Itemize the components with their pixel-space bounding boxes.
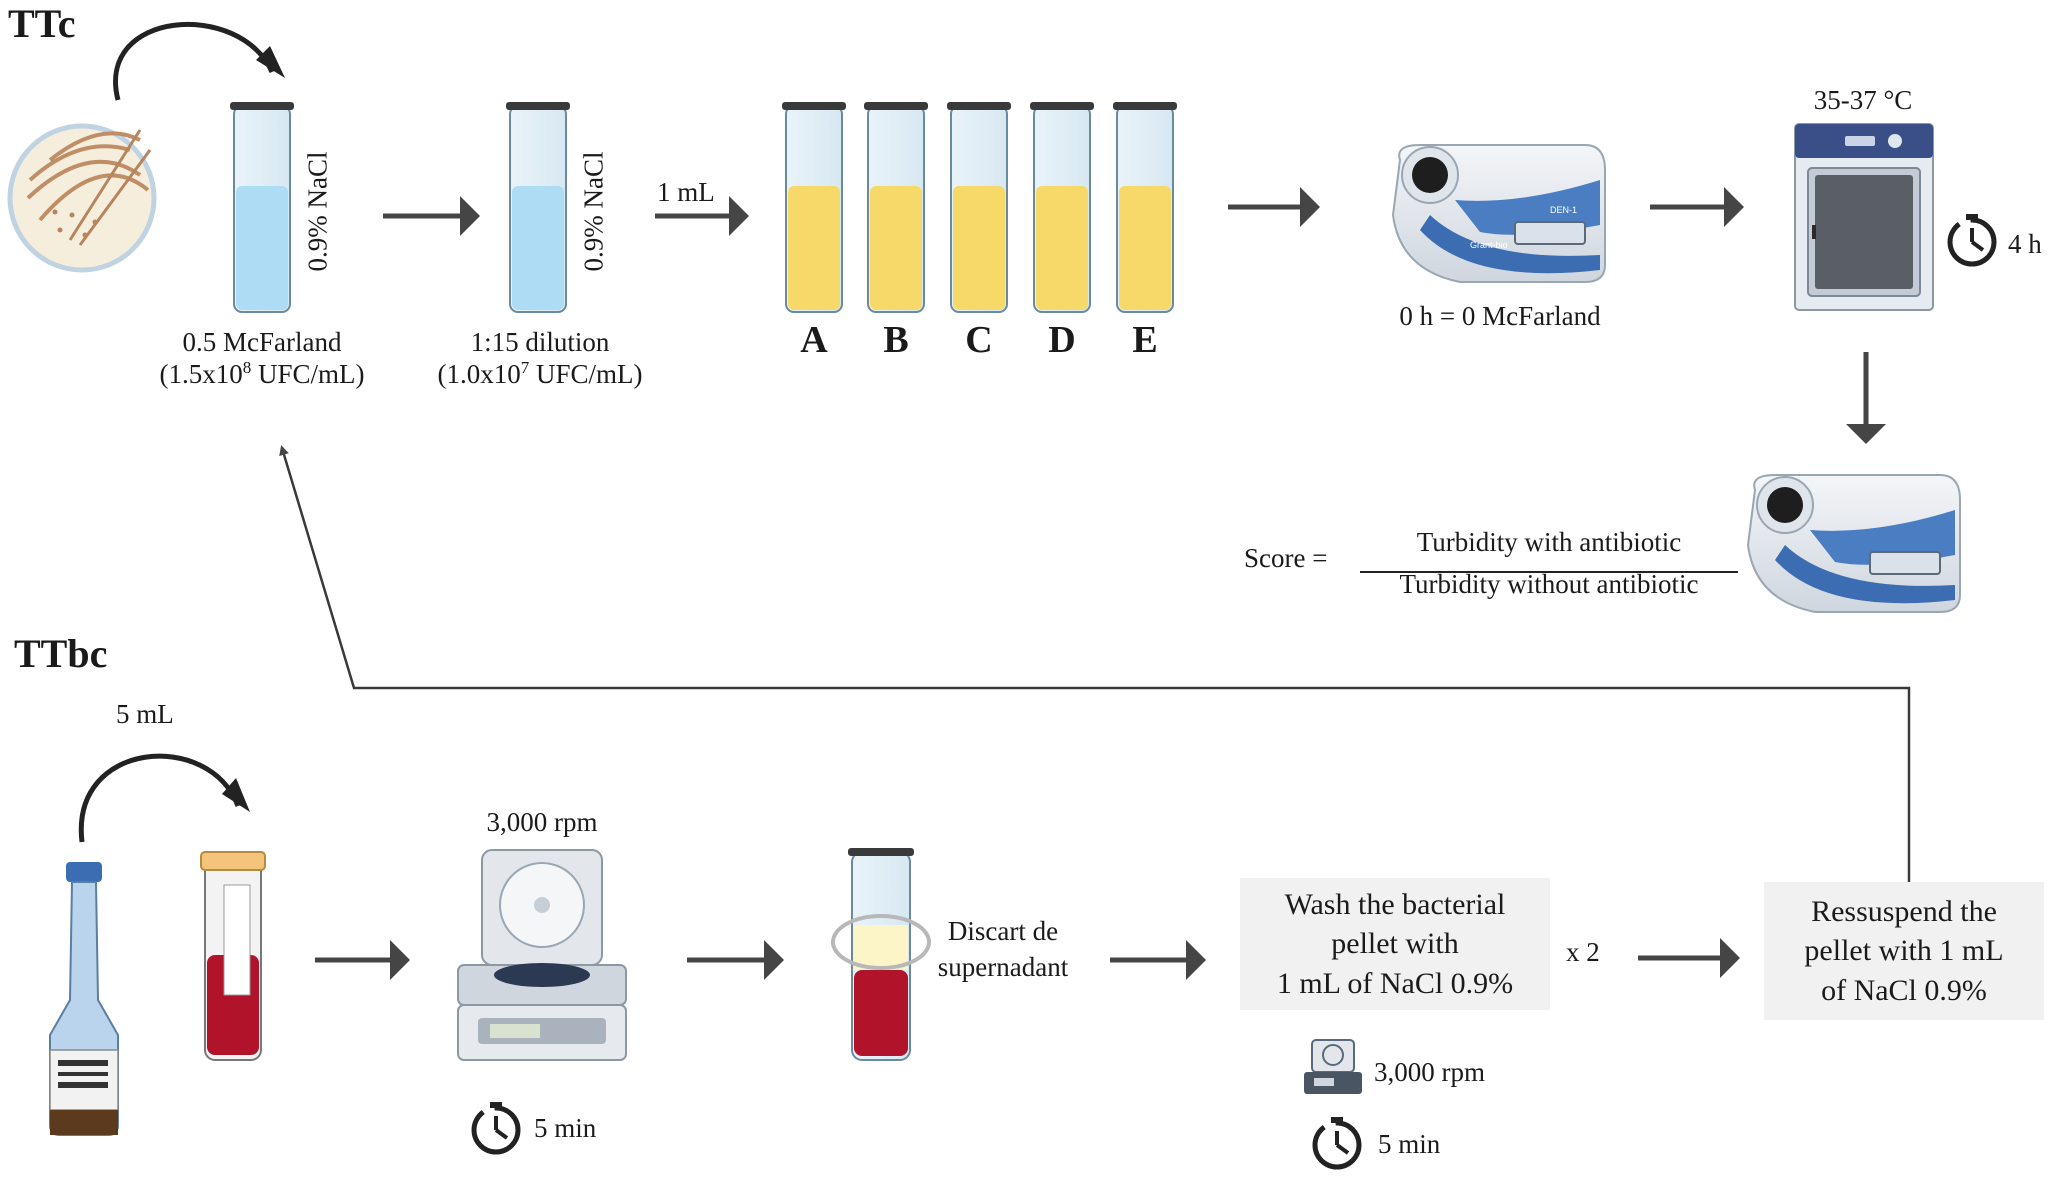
blood-tube-icon [200, 851, 266, 1061]
tube2-caption-line1: 1:15 dilution [470, 327, 610, 357]
centrifuge-mini-icon [1304, 1039, 1362, 1094]
score-numerator: Turbidity with antibiotic [1416, 527, 1682, 557]
petri-dish-icon [7, 123, 157, 273]
transfer-volume-label: 1 mL [657, 177, 715, 207]
tube1-caption-line2: (1.5x108 UFC/mL) [159, 358, 365, 389]
culture-tubes [782, 102, 1177, 313]
centrifuge-speed: 3,000 rpm [486, 807, 598, 837]
transfer-volume-ttbc: 5 mL [116, 699, 174, 729]
saline-tube-2 [506, 102, 570, 313]
incubation-time: 4 h [2008, 229, 2042, 259]
centrifuge-time: 5 min [534, 1113, 597, 1143]
densimeter-icon-final [1746, 474, 1961, 613]
saline-tube-1 [230, 102, 294, 313]
incubator-temperature: 35-37 °C [1813, 85, 1913, 115]
discard-supernatant-label: Discart de supernadant [937, 916, 1069, 982]
tube-letter-a: A [800, 319, 828, 361]
densimeter-caption: 0 h = 0 McFarland [1399, 301, 1601, 331]
resuspend-pellet-box: Ressuspend the pellet with 1 mL of NaCl … [1764, 882, 2044, 1020]
loop-back-arrow [279, 445, 1911, 882]
transfer-curve-arrow [113, 21, 275, 101]
tube1-caption-line1: 0.5 McFarland [182, 327, 342, 357]
wash-repeat-label: x 2 [1566, 937, 1600, 967]
tube-letter-b: B [883, 319, 909, 361]
densimeter-model-text: DEN-1 [1550, 205, 1577, 215]
timer-icon-wash [1312, 1117, 1362, 1170]
score-denominator: Turbidity without antibiotic [1399, 569, 1699, 599]
tube2-caption-line2: (1.0x107 UFC/mL) [437, 358, 643, 389]
centrifuge-icon [457, 849, 627, 1061]
timer-icon-incubation [1947, 214, 1997, 267]
separated-tube-icon [831, 848, 931, 1061]
transfer-curve-arrow-ttbc [78, 753, 241, 843]
ttc-title: TTc [8, 1, 76, 46]
tube-letter-d: D [1048, 319, 1076, 361]
incubator-icon [1794, 123, 1934, 311]
blood-culture-bottle-icon [49, 862, 119, 1136]
wash-speed: 3,000 rpm [1374, 1057, 1485, 1087]
densimeter-brand-text: Grant-bio [1470, 240, 1508, 250]
nacl-label-tube1: 0.9% NaCl [302, 151, 333, 272]
nacl-label-tube2: 0.9% NaCl [578, 151, 609, 272]
wash-time: 5 min [1378, 1129, 1441, 1159]
score-label: Score = [1244, 543, 1328, 573]
timer-icon-centrifuge [471, 1102, 521, 1155]
tube-letter-e: E [1132, 319, 1158, 361]
tube-letter-c: C [965, 319, 993, 361]
wash-pellet-box: Wash the bacterial pellet with 1 mL of N… [1240, 878, 1550, 1010]
densimeter-icon: DEN-1 Grant-bio [1391, 144, 1606, 283]
ttbc-title: TTbc [14, 631, 108, 676]
